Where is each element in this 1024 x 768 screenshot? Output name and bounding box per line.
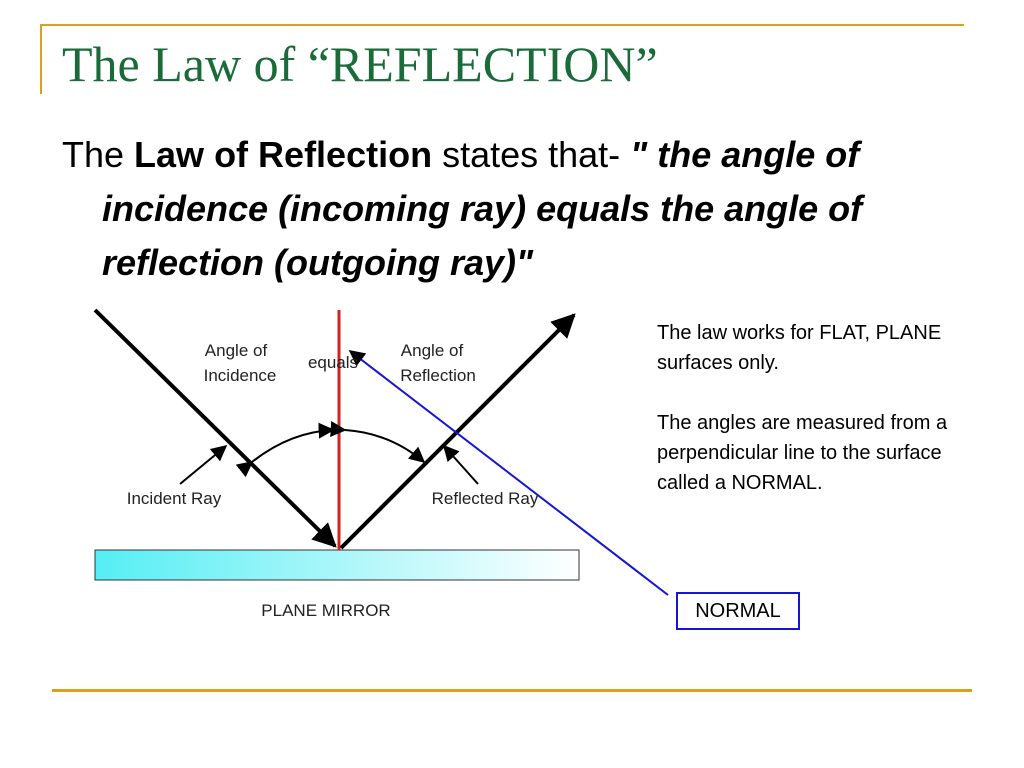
reflected-ray-pointer [442,444,479,485]
title-rule-left [40,24,42,94]
angle-of-reflection-label-line1: Angle of [401,341,464,360]
incident-ray [93,308,337,548]
footer-rule [52,689,972,692]
equals-label: equals [308,353,358,372]
note-normal-definition: The angles are measured from a perpendic… [657,412,948,494]
title-rule-top [40,24,964,26]
reflection-angle-arc [330,421,426,464]
plane-mirror-label: PLANE MIRROR [261,601,390,620]
plane-mirror [94,549,580,581]
incidence-angle-arc [235,422,335,478]
angle-of-incidence-label-line1: Angle of [205,341,268,360]
reflected-ray-label: Reflected Ray [432,489,539,508]
slide-title: The Law of “REFLECTION” [62,36,658,92]
normal-pointer-line [348,350,669,596]
reflected-ray [339,313,576,550]
statement-prefix: The [62,134,135,175]
note-flat-surfaces: The law works for FLAT, PLANE surfaces o… [657,322,942,374]
notes-panel: The law works for FLAT, PLANE surfaces o… [657,318,977,528]
incident-ray-label: Incident Ray [127,489,222,508]
incident-ray-pointer [179,444,228,485]
normal-callout-box: NORMAL [676,592,800,630]
statement-term: Law of Reflection [134,134,433,175]
statement-middle: states that- [432,134,631,175]
law-statement: The Law of Reflection states that- " the… [62,128,1022,290]
statement-quote: " the angle of incidence (incoming ray) … [102,134,863,283]
angle-of-incidence-label-line2: Incidence [204,366,277,385]
angle-of-reflection-label-line2: Reflection [400,366,476,385]
